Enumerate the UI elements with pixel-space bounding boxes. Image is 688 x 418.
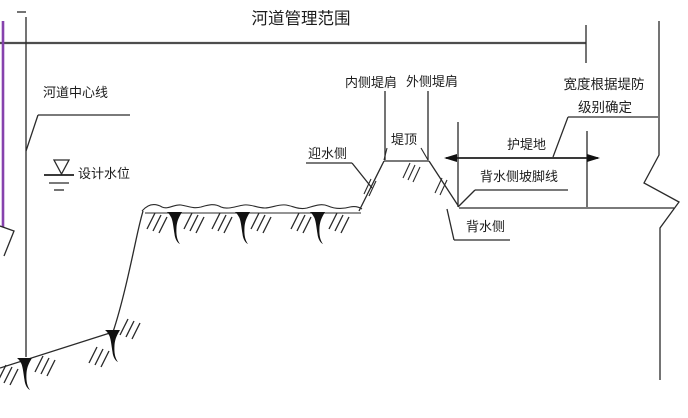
outer-shoulder-label: 外侧堤肩 [406, 74, 458, 89]
centerline-leader-diagonal [25, 114, 39, 152]
crest-label: 堤顶 [391, 132, 417, 147]
foreshore-wavy-ground-line [141, 204, 363, 212]
design-water-level-label: 设计水位 [78, 166, 130, 181]
hatch-icon [290, 212, 312, 234]
slope-toe-leader [458, 189, 476, 207]
waterside-slope-tick-icon [363, 178, 377, 197]
right-boundary-break-line [643, 21, 680, 380]
vegetation-icon [235, 212, 250, 244]
protection-land-label: 护堤地 [507, 137, 546, 152]
left-bank-ground [0, 204, 363, 369]
width-note-line2: 级别确定 [578, 100, 632, 115]
waterside-slope-line [358, 160, 385, 212]
vegetation-icon [17, 358, 32, 390]
vegetation-icon [167, 212, 182, 244]
hatch-icon [328, 212, 350, 234]
crest-leader-right [420, 147, 429, 161]
ground-hatch-marks [0, 212, 350, 386]
boundary-lines [0, 11, 680, 380]
protection-land-dimension: 护堤地 背水侧坡脚线 背水侧 宽度根据堤防 级别确定 [444, 76, 658, 241]
centerline-callout: 河道中心线 [25, 85, 130, 152]
centerline-label: 河道中心线 [43, 85, 108, 100]
hatch-icon [146, 212, 168, 234]
landside-label: 背水侧 [466, 219, 505, 234]
crest-leader-left [383, 147, 388, 161]
hatch-icon [119, 318, 141, 340]
landside-slope-tick-icon [434, 177, 448, 196]
hatch-icon [88, 346, 110, 368]
dimension-arrow-left-icon [444, 154, 457, 162]
water-level-icon [52, 159, 71, 176]
landside-leader [446, 208, 455, 241]
lower-bank-slope-line [0, 331, 114, 369]
waterside-label: 迎水侧 [308, 146, 347, 161]
design-water-level-callout: 设计水位 [44, 159, 130, 191]
levee-body [358, 160, 674, 212]
vegetation-symbols [17, 212, 325, 390]
vegetation-icon [310, 212, 325, 244]
hatch-icon [0, 364, 19, 386]
drawing-title: 河道管理范围 [252, 9, 351, 28]
left-edge-break-line [0, 225, 15, 257]
hatch-icon [183, 212, 205, 234]
inner-shoulder-label: 内侧堤肩 [345, 75, 397, 90]
vegetation-icon [105, 330, 120, 362]
levee-callouts: 迎水侧 内侧堤肩 外侧堤肩 堤顶 [306, 74, 458, 189]
waterside-leader [351, 162, 373, 189]
hatch-icon [250, 212, 272, 234]
width-note-leader [552, 116, 569, 158]
crest-hatch-icon [402, 162, 421, 183]
dimension-arrow-right-icon [587, 154, 600, 162]
hatch-icon [211, 212, 233, 234]
width-note-line1: 宽度根据堤防 [564, 76, 645, 92]
slope-toe-line-label: 背水侧坡脚线 [480, 169, 558, 184]
steep-bank-slope-line [112, 210, 144, 333]
landside-slope-line [428, 160, 460, 208]
hatch-icon [34, 355, 56, 377]
